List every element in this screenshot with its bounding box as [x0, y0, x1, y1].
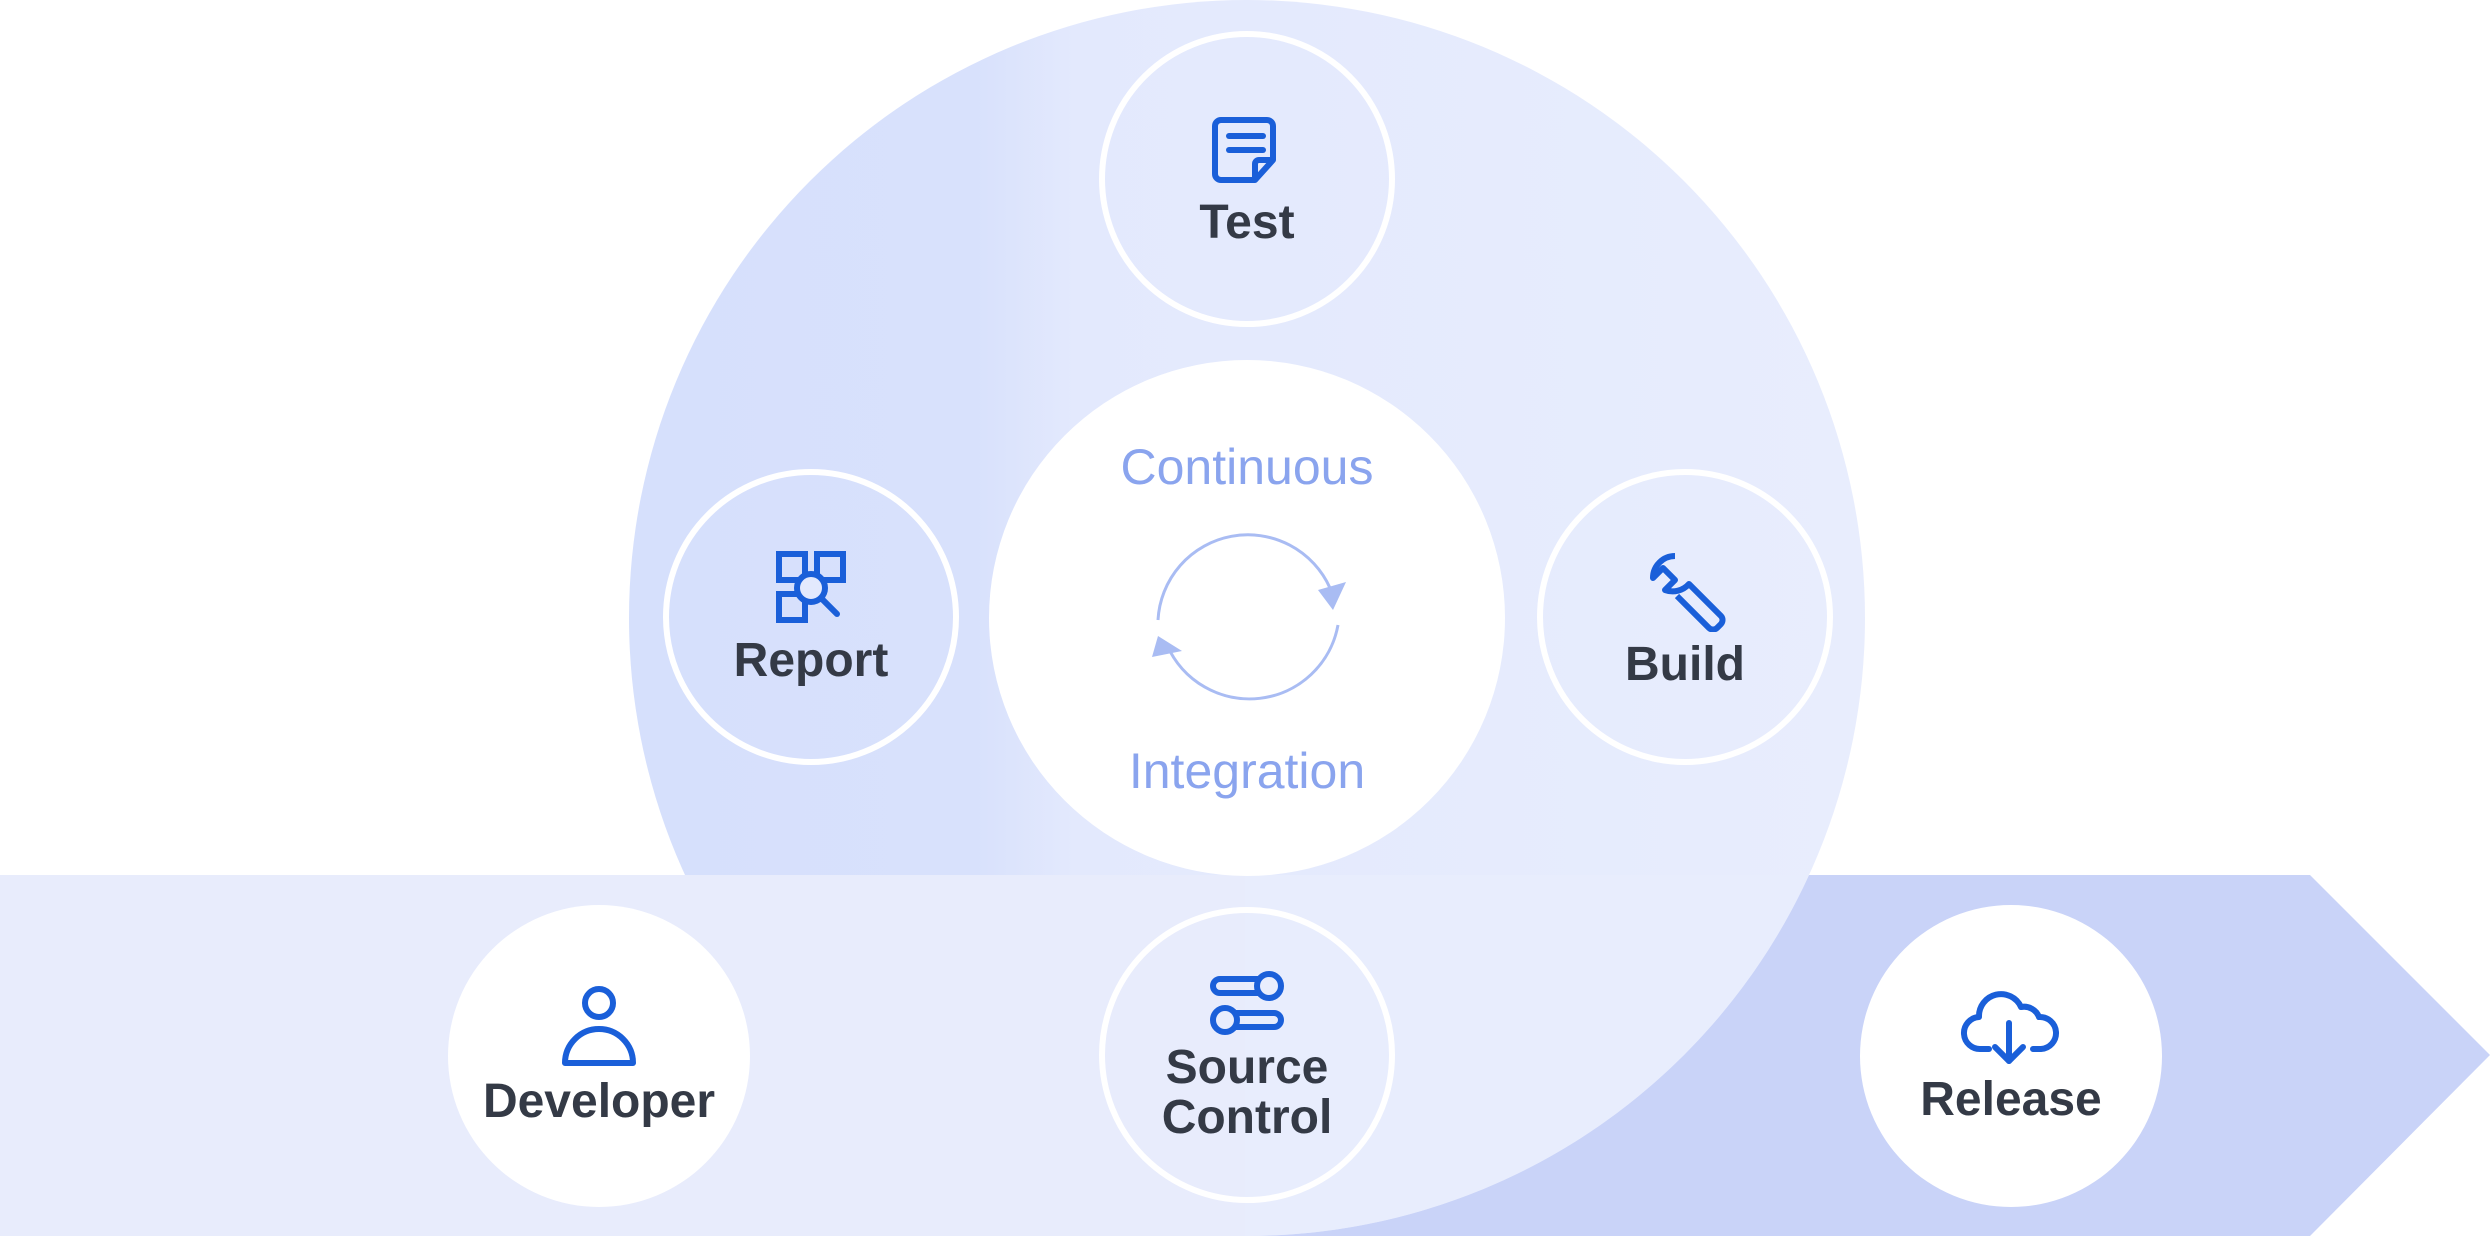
node-source-control: Source Control — [1099, 907, 1395, 1203]
node-test: Test — [1099, 31, 1395, 327]
node-developer-label: Developer — [482, 1075, 716, 1128]
report-magnifier-icon — [776, 551, 846, 623]
node-release-label: Release — [1920, 1073, 2102, 1126]
cloud-download-icon — [1961, 991, 2059, 1064]
node-build: Build — [1537, 469, 1833, 765]
node-build-label: Build — [1625, 638, 1745, 691]
cycle-arrowhead-right — [1318, 582, 1346, 610]
refresh-cycle-icon — [1156, 533, 1340, 701]
node-release: Release — [1860, 905, 2162, 1207]
ci-title-top: Continuous — [1120, 439, 1374, 495]
node-source-control-label: Source Control — [1162, 1043, 1333, 1143]
node-report-label: Report — [733, 634, 889, 687]
sliders-toggle-icon — [1210, 971, 1284, 1035]
person-icon — [562, 986, 636, 1066]
node-source-control-label-line2: Control — [1161, 1091, 1333, 1144]
node-test-label: Test — [1199, 196, 1295, 249]
wrench-icon — [1650, 553, 1726, 632]
ci-center-circle — [989, 360, 1505, 876]
node-developer: Developer — [448, 905, 750, 1207]
ci-title-bottom: Integration — [1128, 743, 1366, 799]
document-icon — [1212, 117, 1276, 183]
node-report: Report — [663, 469, 959, 765]
cycle-arrowhead-left — [1152, 636, 1182, 657]
node-source-control-label-line1: Source — [1165, 1041, 1329, 1094]
ci-loop-circle-lower — [1245, 875, 1809, 1236]
